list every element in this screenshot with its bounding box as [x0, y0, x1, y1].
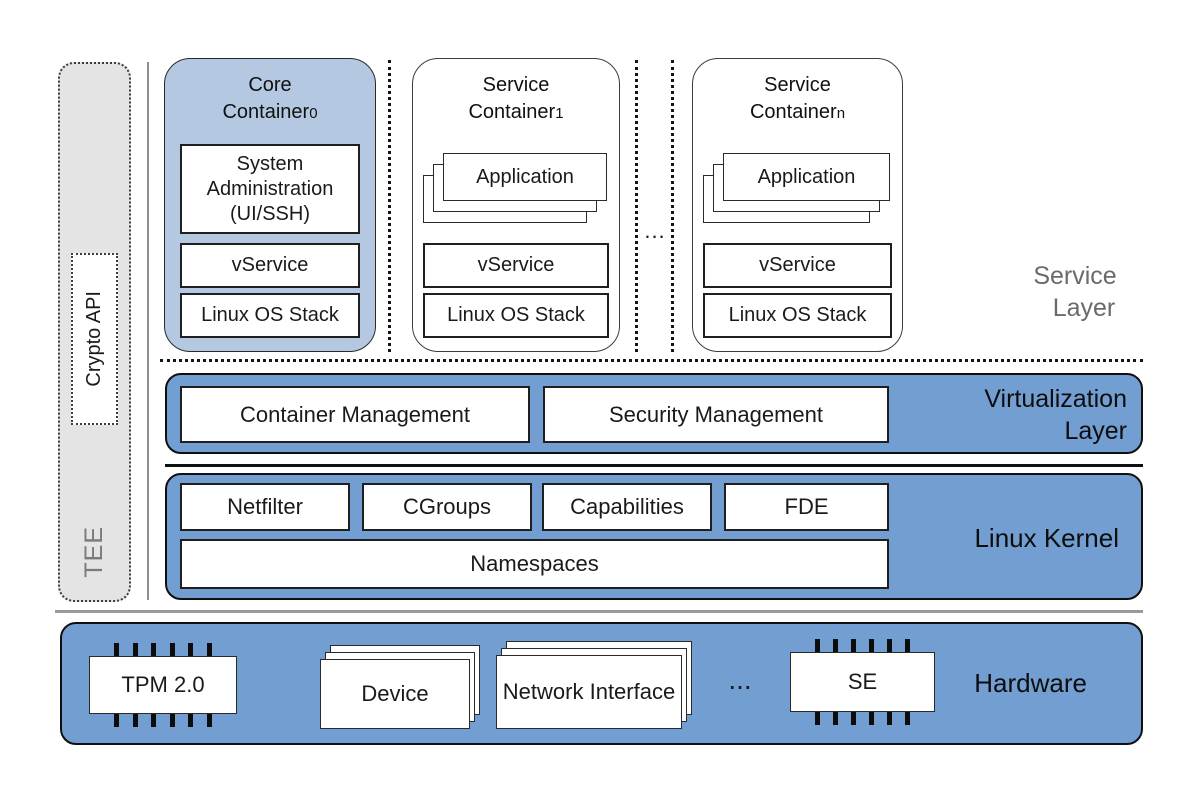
chip-pin	[869, 639, 874, 652]
chip-pin	[851, 712, 856, 725]
vservice-box: vService	[180, 243, 360, 288]
virtualization-label-line2: Layer	[1064, 417, 1127, 445]
chip-pins-bottom	[790, 712, 935, 725]
chip-pin	[815, 639, 820, 652]
service-container-n: Service Containern Application vService …	[692, 58, 903, 352]
kernel-boundary-line	[165, 464, 1143, 467]
device-stack: Device	[320, 645, 482, 751]
svcn-title-subscript: n	[836, 105, 846, 122]
chip-pin	[206, 714, 212, 727]
hardware-band: TPM 2.0 Device Network Interface ... SE	[60, 622, 1143, 745]
dotted-separator-3	[671, 60, 674, 352]
linux-kernel-label: Linux Kernel	[974, 523, 1119, 553]
chip-pin	[869, 712, 874, 725]
core-container: Core Container0 System Administration (U…	[164, 58, 376, 352]
svcn-title-base: Container	[749, 101, 837, 123]
se-chip-icon: SE	[790, 639, 935, 725]
linux-kernel-band: Netfilter CGroups Capabilities FDE Names…	[165, 473, 1143, 600]
virtualization-label-line1: Virtualization	[984, 385, 1127, 413]
svc1-title-base: Container	[468, 101, 556, 123]
service-container-1: Service Container1 Application vService …	[412, 58, 620, 352]
service-layer-label-line1: Service	[1033, 262, 1117, 290]
system-administration-box: System Administration (UI/SSH)	[180, 144, 360, 234]
virtualization-layer-band: Container Management Security Management…	[165, 373, 1143, 454]
tee-label-wrap: TEE	[60, 482, 129, 622]
dotted-separator-1	[388, 60, 391, 352]
tee-label: TEE	[80, 526, 108, 578]
linux-os-stack-box: Linux OS Stack	[703, 293, 892, 338]
core-title-base: Container	[222, 101, 310, 123]
service-container-n-title: Service Containern	[693, 59, 902, 127]
device-box: Device	[320, 659, 470, 729]
chip-pin	[114, 714, 120, 727]
service-container-1-title: Service Container1	[413, 59, 619, 127]
crypto-api-label: Crypto API	[83, 291, 105, 387]
svc1-title-line1: Service	[482, 74, 550, 96]
network-interface-stack: Network Interface	[496, 641, 694, 751]
svc1-title-subscript: 1	[555, 105, 564, 122]
linux-os-stack-box: Linux OS Stack	[423, 293, 609, 338]
application-box: Application	[443, 153, 607, 201]
hardware-label: Hardware	[974, 668, 1087, 698]
application-box: Application	[723, 153, 890, 201]
tpm-chip-icon: TPM 2.0	[89, 643, 237, 727]
tee-column: Crypto API TEE	[58, 62, 131, 602]
chip-pins-bottom	[89, 714, 237, 727]
chip-pin	[169, 643, 175, 656]
hardware-boundary-line	[55, 610, 1143, 613]
chip-pin	[188, 714, 194, 727]
chip-pin	[132, 643, 138, 656]
core-title-line1: Core	[248, 74, 292, 96]
cgroups-box: CGroups	[362, 483, 532, 531]
chip-pin	[905, 712, 910, 725]
namespaces-box: Namespaces	[180, 539, 889, 589]
netfilter-box: Netfilter	[180, 483, 350, 531]
chip-pin	[151, 714, 157, 727]
chip-pin	[132, 714, 138, 727]
tpm-box: TPM 2.0	[89, 656, 237, 714]
service-layer-label-line2: Layer	[1052, 294, 1116, 322]
chip-pin	[887, 639, 892, 652]
chip-pin	[815, 712, 820, 725]
fde-box: FDE	[724, 483, 889, 531]
crypto-api-box: Crypto API	[71, 253, 118, 425]
service-layer-label: Service Layer	[1000, 260, 1150, 324]
chip-pin	[887, 712, 892, 725]
chip-pin	[833, 639, 838, 652]
chip-pin	[851, 639, 856, 652]
vservice-box: vService	[703, 243, 892, 288]
hardware-ellipsis: ...	[728, 664, 752, 695]
core-title-subscript: 0	[309, 105, 318, 122]
security-management-box: Security Management	[543, 386, 889, 443]
linux-os-stack-box: Linux OS Stack	[180, 293, 360, 338]
chip-pin	[169, 714, 175, 727]
core-container-title: Core Container0	[165, 59, 375, 127]
application-stack: Application	[703, 153, 890, 229]
chip-pin	[151, 643, 157, 656]
svcn-title-line1: Service	[764, 74, 831, 96]
chip-pin	[114, 643, 120, 656]
virtualization-layer-label: Virtualization Layer	[984, 383, 1127, 447]
chip-pin	[905, 639, 910, 652]
application-stack: Application	[423, 153, 607, 229]
chip-pins-top	[89, 643, 237, 656]
service-layer-dotted-boundary	[160, 359, 1143, 362]
chip-pin	[206, 643, 212, 656]
dotted-separator-2	[635, 60, 638, 352]
network-interface-box: Network Interface	[496, 655, 682, 729]
container-management-box: Container Management	[180, 386, 530, 443]
chip-pins-top	[790, 639, 935, 652]
se-box: SE	[790, 652, 935, 712]
vertical-divider-line	[147, 62, 149, 600]
chip-pin	[188, 643, 194, 656]
capabilities-box: Capabilities	[542, 483, 712, 531]
vservice-box: vService	[423, 243, 609, 288]
container-ellipsis: ...	[644, 218, 666, 243]
chip-pin	[833, 712, 838, 725]
